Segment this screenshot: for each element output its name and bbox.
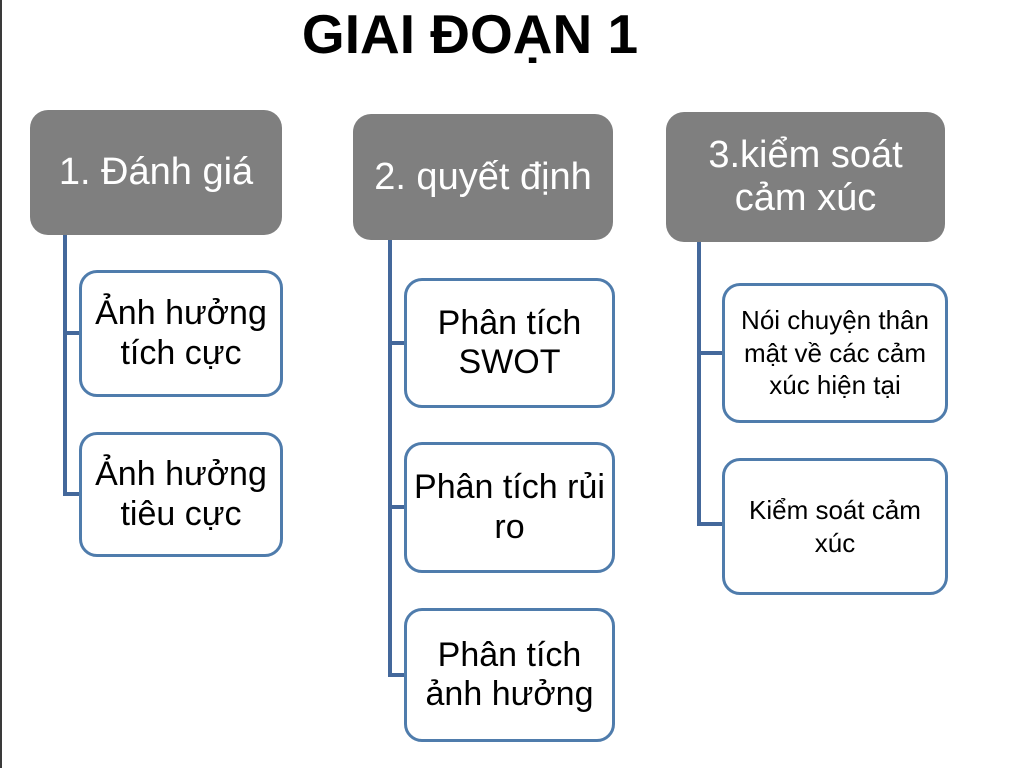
- connector-col3-branch2: [697, 522, 723, 526]
- connector-col2-vertical: [388, 240, 392, 677]
- connector-col3-branch1: [697, 351, 723, 355]
- phase3-child-control-box: Kiểm soát cảm xúc: [722, 458, 948, 595]
- connector-col1-branch1: [63, 331, 81, 335]
- phase2-child-risk-box: Phân tích rủi ro: [404, 442, 615, 573]
- phase2-header-box: 2. quyết định: [353, 114, 613, 240]
- diagram-title: GIAI ĐOẠN 1: [301, 3, 639, 65]
- phase3-child-talk-box: Nói chuyện thân mật về các cảm xúc hiện …: [722, 283, 948, 423]
- phase2-child-swot-box: Phân tích SWOT: [404, 278, 615, 408]
- connector-col2-branch2: [388, 505, 406, 509]
- phase1-header-box: 1. Đánh giá: [30, 110, 282, 235]
- phase3-header-box: 3.kiểm soát cảm xúc: [666, 112, 945, 242]
- phase2-child-impact-box: Phân tích ảnh hưởng: [404, 608, 615, 742]
- connector-col1-vertical: [63, 235, 67, 496]
- connector-col3-vertical: [697, 242, 701, 526]
- connector-col2-branch3: [388, 673, 406, 677]
- connector-col2-branch1: [388, 341, 406, 345]
- phase1-child-positive-box: Ảnh hưởng tích cực: [79, 270, 283, 397]
- phase1-child-negative-box: Ảnh hưởng tiêu cực: [79, 432, 283, 557]
- slide-left-edge: [0, 0, 2, 768]
- connector-col1-branch2: [63, 492, 81, 496]
